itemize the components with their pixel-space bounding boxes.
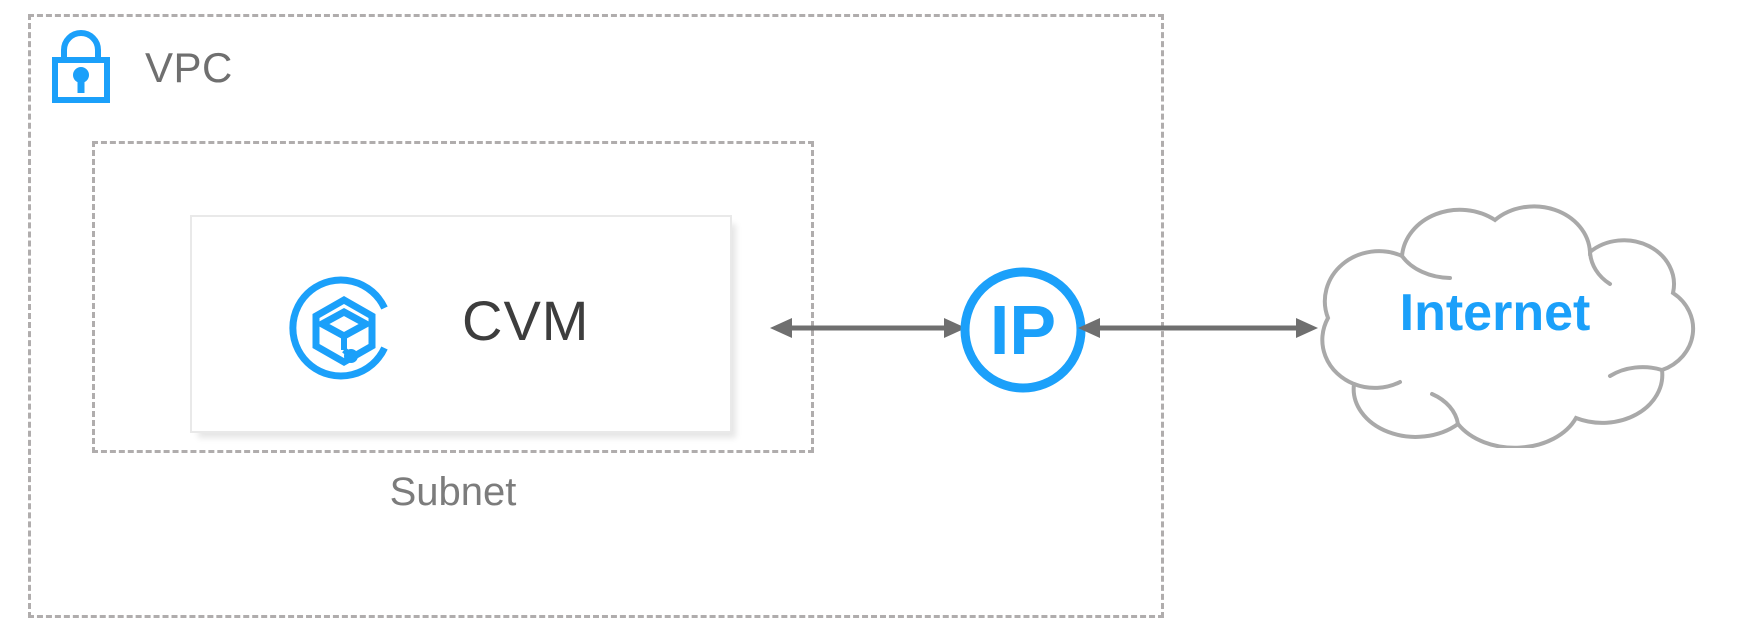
cloud-icon [1290, 198, 1700, 450]
cvm-cube-icon [288, 272, 400, 384]
internet-label: Internet [1399, 284, 1591, 342]
vpc-container [28, 14, 1164, 618]
subnet-container [92, 141, 814, 453]
lock-icon [46, 28, 116, 104]
cvm-label: CVM [462, 289, 590, 352]
ip-badge-text: IP [990, 291, 1056, 369]
subnet-label: Subnet [389, 470, 517, 514]
ip-circle-icon: IP [958, 265, 1088, 395]
connector-cvm-to-ip [770, 310, 966, 346]
connector-ip-to-internet [1078, 310, 1318, 346]
cvm-card[interactable] [190, 215, 732, 433]
vpc-label: VPC [145, 44, 233, 91]
